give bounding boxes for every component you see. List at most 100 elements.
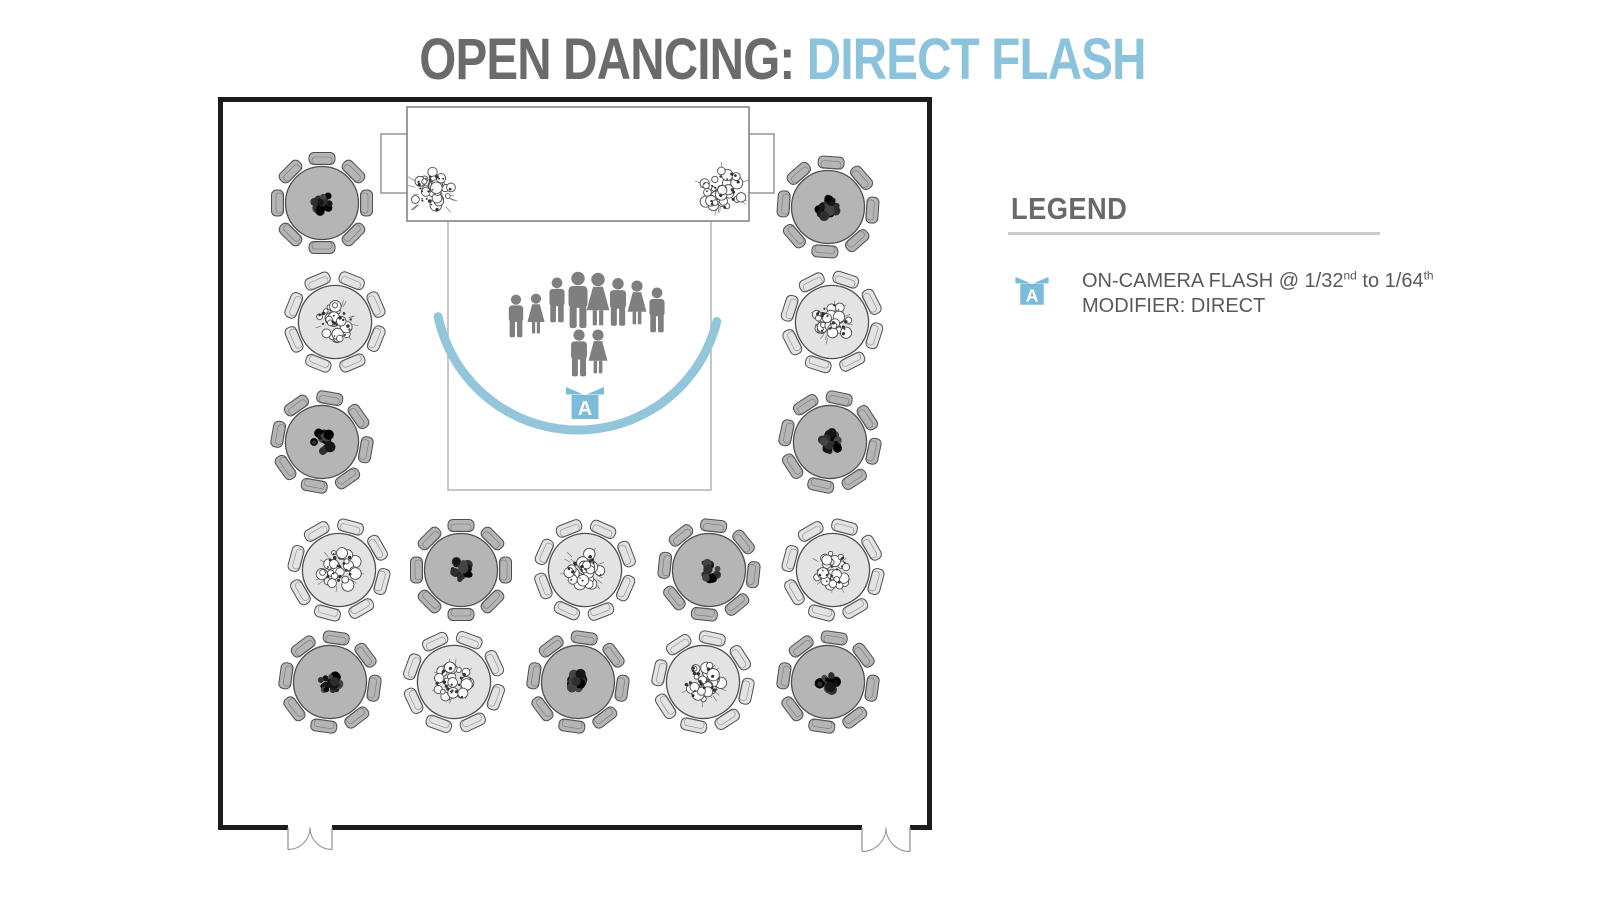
chair	[290, 635, 316, 658]
chair	[865, 196, 880, 224]
chair	[308, 241, 336, 254]
chair	[780, 294, 799, 322]
chair	[484, 650, 505, 677]
chair	[480, 526, 505, 551]
chair	[865, 322, 884, 350]
chair	[781, 453, 804, 479]
chair	[657, 551, 673, 579]
chair	[341, 159, 366, 184]
chair	[366, 674, 382, 702]
chair	[459, 712, 486, 733]
chair	[666, 633, 692, 656]
chair	[357, 436, 374, 464]
chair	[570, 630, 598, 646]
svg-text:A: A	[578, 398, 592, 420]
chair	[861, 288, 882, 315]
camera-flash-legend-icon: A	[1015, 276, 1049, 311]
chair	[283, 696, 306, 722]
chair	[811, 244, 839, 259]
chair	[417, 526, 442, 551]
chair	[839, 351, 866, 372]
chair	[864, 674, 880, 702]
chair	[668, 524, 694, 547]
camera-flash-marker: A	[1015, 276, 1049, 305]
chair	[300, 477, 328, 494]
chair	[538, 635, 564, 658]
chair	[782, 224, 806, 249]
guest-table	[410, 519, 512, 621]
photographer-arc	[433, 312, 722, 435]
chair	[856, 405, 879, 431]
chair	[729, 645, 752, 671]
chair	[663, 585, 686, 611]
chair	[776, 190, 791, 218]
chair	[553, 600, 581, 621]
chair	[316, 390, 344, 407]
double-door	[861, 824, 911, 852]
chair	[614, 674, 630, 702]
legend-heading: LEGEND	[1011, 191, 1128, 226]
chair	[776, 662, 792, 690]
chair	[615, 574, 636, 602]
chair	[338, 271, 365, 291]
chair	[339, 353, 366, 373]
chair	[313, 604, 341, 622]
floral-arrangement	[560, 547, 606, 591]
guest-table	[780, 270, 884, 374]
male-person-icon	[571, 329, 587, 377]
female-person-icon	[627, 280, 647, 325]
male-person-icon	[568, 271, 588, 328]
chair	[526, 662, 542, 690]
chair	[797, 521, 824, 542]
chair	[602, 642, 625, 668]
guest-table	[657, 518, 761, 622]
chair	[322, 630, 350, 646]
chair	[842, 598, 869, 619]
chair	[558, 718, 586, 734]
female-person-icon	[586, 272, 610, 326]
legend-line-1: ON-CAMERA FLASH @ 1/32nd to 1/64th	[1082, 268, 1434, 292]
table-centerpiece	[814, 672, 841, 695]
chair	[831, 518, 859, 536]
chair	[410, 556, 423, 584]
guest-table	[778, 390, 882, 494]
floral-arrangement	[315, 300, 359, 344]
chair	[782, 329, 803, 356]
chair	[781, 544, 799, 572]
chair	[348, 598, 375, 619]
chair	[788, 635, 814, 658]
chair	[808, 718, 836, 734]
chair	[337, 518, 365, 536]
page-title-highlight: DIRECT FLASH	[806, 27, 1147, 92]
floral-arrangement	[431, 658, 475, 704]
chair	[310, 718, 338, 734]
chair	[304, 271, 331, 291]
female-person-icon	[588, 329, 608, 374]
chair	[283, 394, 310, 417]
chair	[373, 568, 391, 596]
chair	[804, 355, 832, 374]
floral-arrangement	[812, 550, 852, 593]
chair	[786, 161, 811, 185]
stage-side-panel	[380, 133, 408, 194]
guest-table	[403, 631, 505, 733]
chair	[270, 420, 287, 448]
chair	[422, 631, 449, 652]
chair	[347, 403, 370, 430]
guest-table	[270, 390, 374, 494]
chair	[455, 631, 483, 650]
chair	[865, 437, 882, 465]
chair	[724, 593, 750, 616]
chair	[654, 693, 677, 719]
chair	[617, 540, 636, 568]
stage-side-panel	[748, 133, 775, 194]
guest-table	[278, 630, 382, 734]
chair	[499, 556, 512, 584]
chair	[842, 706, 868, 729]
chair	[278, 222, 303, 247]
chair	[486, 683, 505, 711]
chair	[480, 589, 505, 614]
chair	[845, 229, 870, 253]
chair	[354, 642, 377, 668]
head-table	[406, 106, 750, 222]
